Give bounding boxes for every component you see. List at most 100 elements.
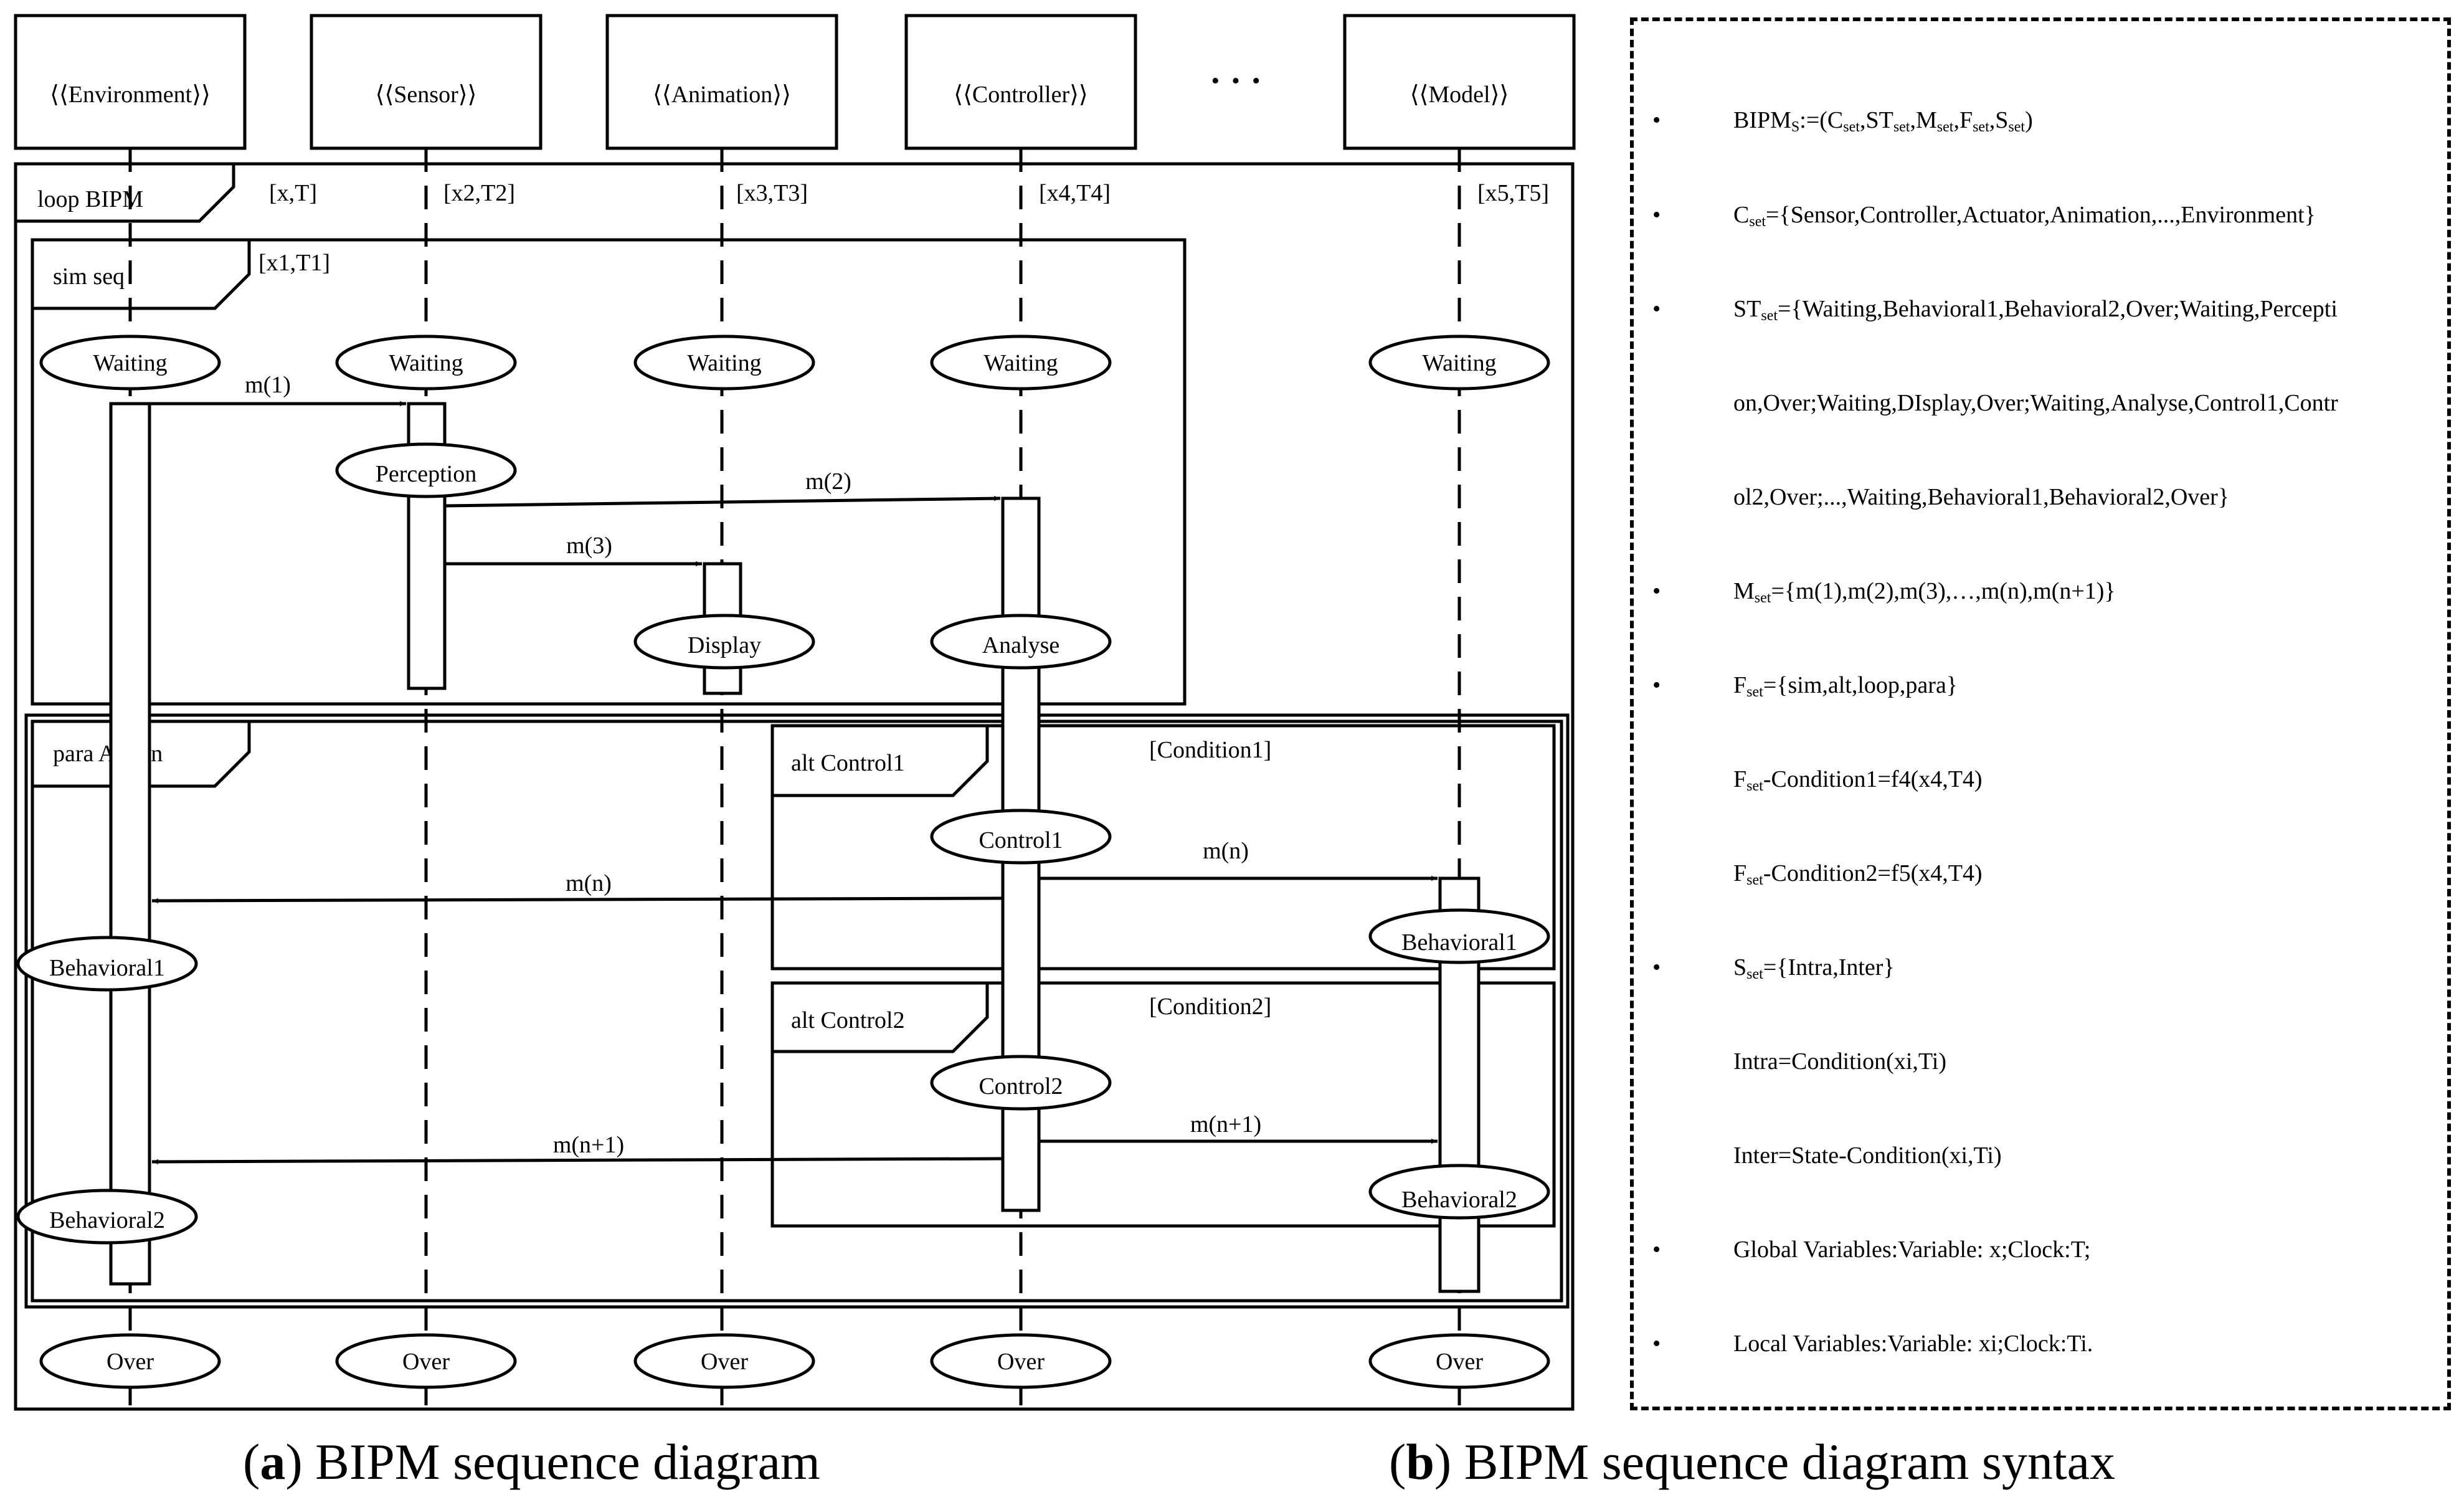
state-label-over-sensor: Over <box>402 1349 450 1375</box>
alt-control2-frame <box>770 981 1556 1228</box>
activation-environment <box>109 402 151 1286</box>
state-analyse <box>930 614 1112 670</box>
syntax-inter: Inter=State-Condition(xi,Ti) <box>1733 1142 2002 1169</box>
alt-control2-label: alt Control2 <box>791 1007 905 1033</box>
syntax-m-set: Mset={m(1),m(2),m(3),…,m(n),m(n+1)} <box>1733 578 2116 606</box>
state-control2 <box>930 1055 1112 1111</box>
state-over-controller <box>930 1333 1112 1389</box>
lifeline-head-sensor <box>310 14 543 150</box>
message-mn-model-label: m(n) <box>1203 838 1249 864</box>
loop-frame <box>14 162 1575 1411</box>
guard-condition2: [Condition2] <box>1149 994 1271 1020</box>
lifeline-label-animation: ⟨⟨Animation⟩⟩ <box>653 82 791 108</box>
caption-b: (b) BIPM sequence diagram syntax <box>1389 1433 2115 1490</box>
state-label-analyse: Analyse <box>982 632 1060 658</box>
state-label-control2: Control2 <box>978 1073 1063 1099</box>
sim-frame <box>31 238 1187 706</box>
syntax-bullet: • <box>1652 202 1661 228</box>
message-m3-label: m(3) <box>566 533 612 559</box>
state-label-over-environment: Over <box>107 1349 154 1375</box>
alt-control2-tab <box>772 983 989 1053</box>
guard-sim: [x1,T1] <box>258 250 330 276</box>
state-behavioral1-environment <box>16 936 198 992</box>
guard-model: [x5,T5] <box>1477 180 1549 206</box>
syntax-global-variables: Global Variables:Variable: x;Clock:T; <box>1733 1237 2091 1263</box>
syntax-s-set: Sset={Intra,Inter} <box>1733 954 1895 982</box>
sequence-diagram: ⟨⟨Environment⟩⟩ ⟨⟨Sensor⟩⟩ ⟨⟨Animation⟩⟩… <box>14 14 1576 1411</box>
state-label-over-controller: Over <box>997 1349 1045 1375</box>
state-waiting-animation <box>633 335 815 391</box>
sim-frame-label: sim seq <box>53 264 125 290</box>
lifeline-label-environment: ⟨⟨Environment⟩⟩ <box>50 82 211 108</box>
syntax-f-condition1: Fset-Condition1=f4(x4,T4) <box>1733 766 1983 794</box>
state-label-waiting-sensor: Waiting <box>389 350 463 376</box>
lifeline-label-sensor: ⟨⟨Sensor⟩⟩ <box>376 82 477 108</box>
state-label-waiting-controller: Waiting <box>983 350 1058 376</box>
alt-control1-tab <box>772 726 989 797</box>
lifeline-label-model: ⟨⟨Model⟩⟩ <box>1410 82 1509 108</box>
syntax-bullet: • <box>1652 1331 1661 1357</box>
message-m1-label: m(1) <box>245 372 291 398</box>
state-perception <box>335 442 517 498</box>
state-over-sensor <box>335 1333 517 1389</box>
guard-condition1: [Condition1] <box>1149 737 1271 763</box>
message-m2-arrow <box>444 496 1001 508</box>
state-behavioral2-model <box>1368 1164 1550 1220</box>
lifeline-head-controller <box>904 14 1137 150</box>
syntax-intra: Intra=Condition(xi,Ti) <box>1733 1048 1946 1075</box>
message-mn-env-label: m(n) <box>566 870 612 896</box>
lifeline-head-environment <box>14 14 247 150</box>
state-behavioral2-environment <box>16 1189 198 1245</box>
state-label-display: Display <box>688 632 761 658</box>
syntax-bullet: • <box>1652 1237 1661 1263</box>
loop-frame-tab <box>16 164 235 223</box>
state-waiting-sensor <box>335 335 517 391</box>
state-label-waiting-model: Waiting <box>1422 350 1496 376</box>
state-waiting-controller <box>930 335 1112 391</box>
state-label-behavioral2-model: Behavioral2 <box>1401 1187 1517 1213</box>
syntax-local-variables: Local Variables:Variable: xi;Clock:Ti. <box>1733 1331 2093 1357</box>
syntax-bullet: • <box>1652 954 1661 981</box>
alt-control1-label: alt Control1 <box>791 750 905 776</box>
loop-frame-label: loop BIPM <box>37 186 143 212</box>
lifelines <box>128 148 1461 1409</box>
state-over-model <box>1368 1333 1550 1389</box>
message-m2-label: m(2) <box>805 468 851 495</box>
syntax-f-condition2: Fset-Condition2=f5(x4,T4) <box>1733 860 1983 888</box>
caption-a: (a) BIPM sequence diagram <box>243 1433 820 1490</box>
state-waiting-environment <box>39 335 221 391</box>
syntax-st-set-cont1: on,Over;Waiting,DIsplay,Over;Waiting,Ana… <box>1733 390 2338 416</box>
syntax-bullet: • <box>1652 578 1661 604</box>
lifeline-heads <box>14 14 1576 150</box>
message-mn-env-arrow <box>151 896 1003 903</box>
state-control1 <box>930 809 1112 865</box>
state-label-behavioral1-model: Behavioral1 <box>1401 929 1517 956</box>
message-mn1-env-label: m(n+1) <box>553 1132 624 1158</box>
state-label-behavioral1-environment: Behavioral1 <box>49 955 165 981</box>
message-mn1-model-label: m(n+1) <box>1190 1111 1261 1137</box>
state-label-control1: Control1 <box>978 827 1063 853</box>
guard-loop: [x,T] <box>269 180 317 206</box>
guard-sensor: [x2,T2] <box>443 180 515 206</box>
lifeline-head-animation <box>605 14 838 150</box>
para-frame-outer <box>24 713 1570 1309</box>
guard-animation: [x3,T3] <box>736 180 808 206</box>
state-over-animation <box>633 1333 815 1389</box>
state-label-over-model: Over <box>1436 1349 1483 1375</box>
state-behavioral1-model <box>1368 908 1550 964</box>
state-display <box>633 614 815 670</box>
para-frame <box>31 719 1563 1303</box>
more-lifelines-ellipsis: · · · <box>1210 62 1262 100</box>
state-label-behavioral2-environment: Behavioral2 <box>49 1207 165 1233</box>
syntax-bullet: • <box>1652 296 1661 322</box>
syntax-f-set: Fset={sim,alt,loop,para} <box>1733 672 1958 700</box>
syntax-c-set: Cset={Sensor,Controller,Actuator,Animati… <box>1733 202 2316 230</box>
syntax-st-set: STset={Waiting,Behavioral1,Behavioral2,O… <box>1733 296 2338 324</box>
message-mn1-env-arrow <box>151 1157 1003 1164</box>
syntax-bullet: • <box>1652 107 1661 133</box>
state-waiting-model <box>1368 335 1550 391</box>
state-label-waiting-animation: Waiting <box>687 350 761 376</box>
state-label-waiting-environment: Waiting <box>93 350 167 376</box>
syntax-panel: • BIPMS:=(Cset,STset,Mset,Fset,Sset) • C… <box>1630 17 2451 1410</box>
sim-frame-tab <box>32 240 251 310</box>
